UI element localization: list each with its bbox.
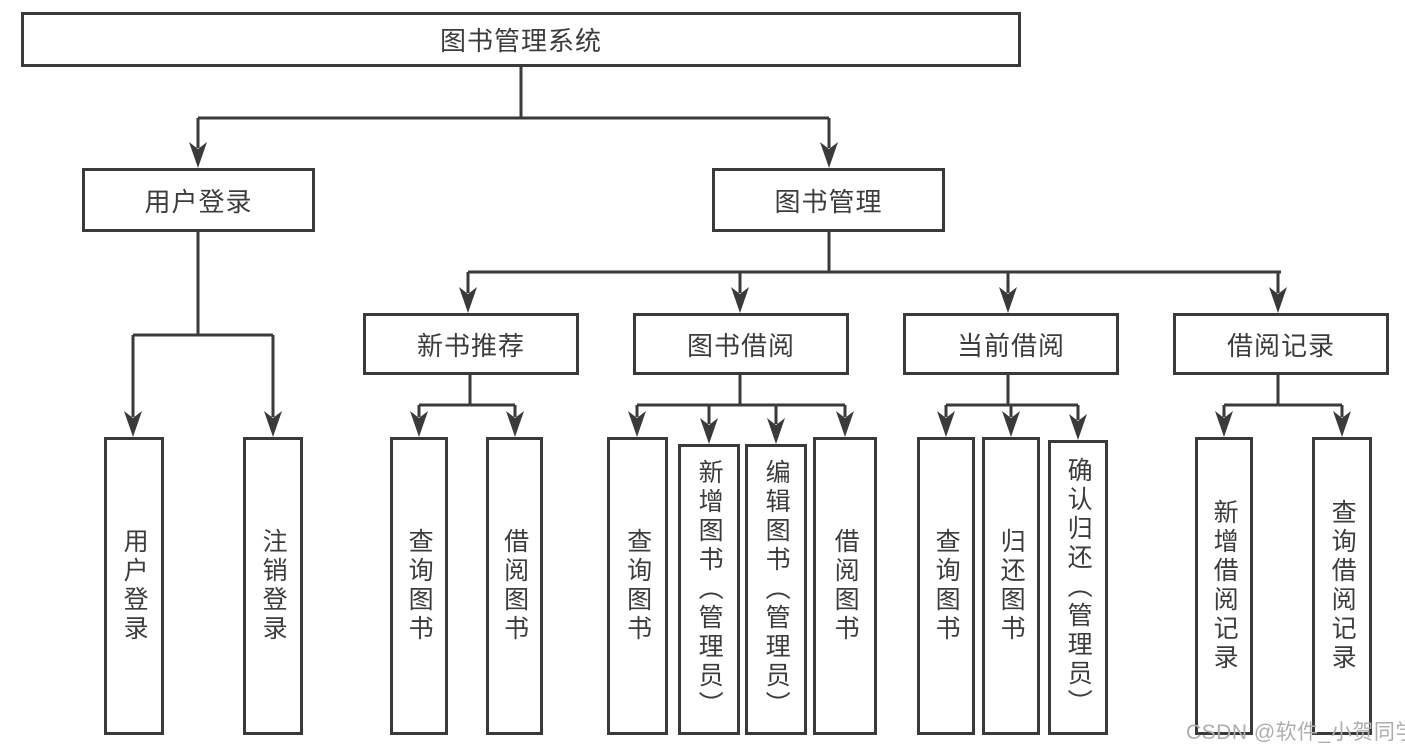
leaf-query-books-borrowing: 查询图书 — [607, 437, 668, 735]
node-book-borrowing: 图书借阅 — [633, 313, 849, 375]
node-new-book-recommend: 新书推荐 — [363, 313, 579, 375]
node-borrowing-records: 借阅记录 — [1173, 313, 1389, 375]
node-current-borrowing: 当前借阅 — [903, 313, 1119, 375]
leaf-add-borrowing-record: 新增借阅记录 — [1195, 437, 1253, 735]
arrowhead-icons — [124, 142, 1351, 444]
leaf-borrow-books-borrowing: 借阅图书 — [813, 437, 877, 735]
leaf-confirm-return-admin: 确认归还（管理员） — [1048, 440, 1108, 735]
leaf-borrow-books-recommend: 借阅图书 — [486, 437, 543, 735]
node-root-system: 图书管理系统 — [21, 12, 1021, 67]
node-book-management-branch: 图书管理 — [712, 168, 945, 232]
watermark: CSDN @软件_小贺同学 — [1186, 721, 1405, 744]
node-user-login-branch: 用户登录 — [82, 168, 315, 232]
leaf-add-books-admin: 新增图书（管理员） — [678, 444, 740, 735]
leaf-query-borrowing-record: 查询借阅记录 — [1312, 437, 1372, 735]
leaf-query-books-current: 查询图书 — [917, 437, 975, 735]
leaf-query-books-recommend: 查询图书 — [390, 437, 448, 735]
leaf-return-books: 归还图书 — [982, 437, 1040, 735]
leaf-logout: 注销登录 — [243, 437, 303, 735]
leaf-edit-books-admin: 编辑图书（管理员） — [745, 444, 807, 735]
leaf-user-login: 用户登录 — [104, 437, 164, 735]
